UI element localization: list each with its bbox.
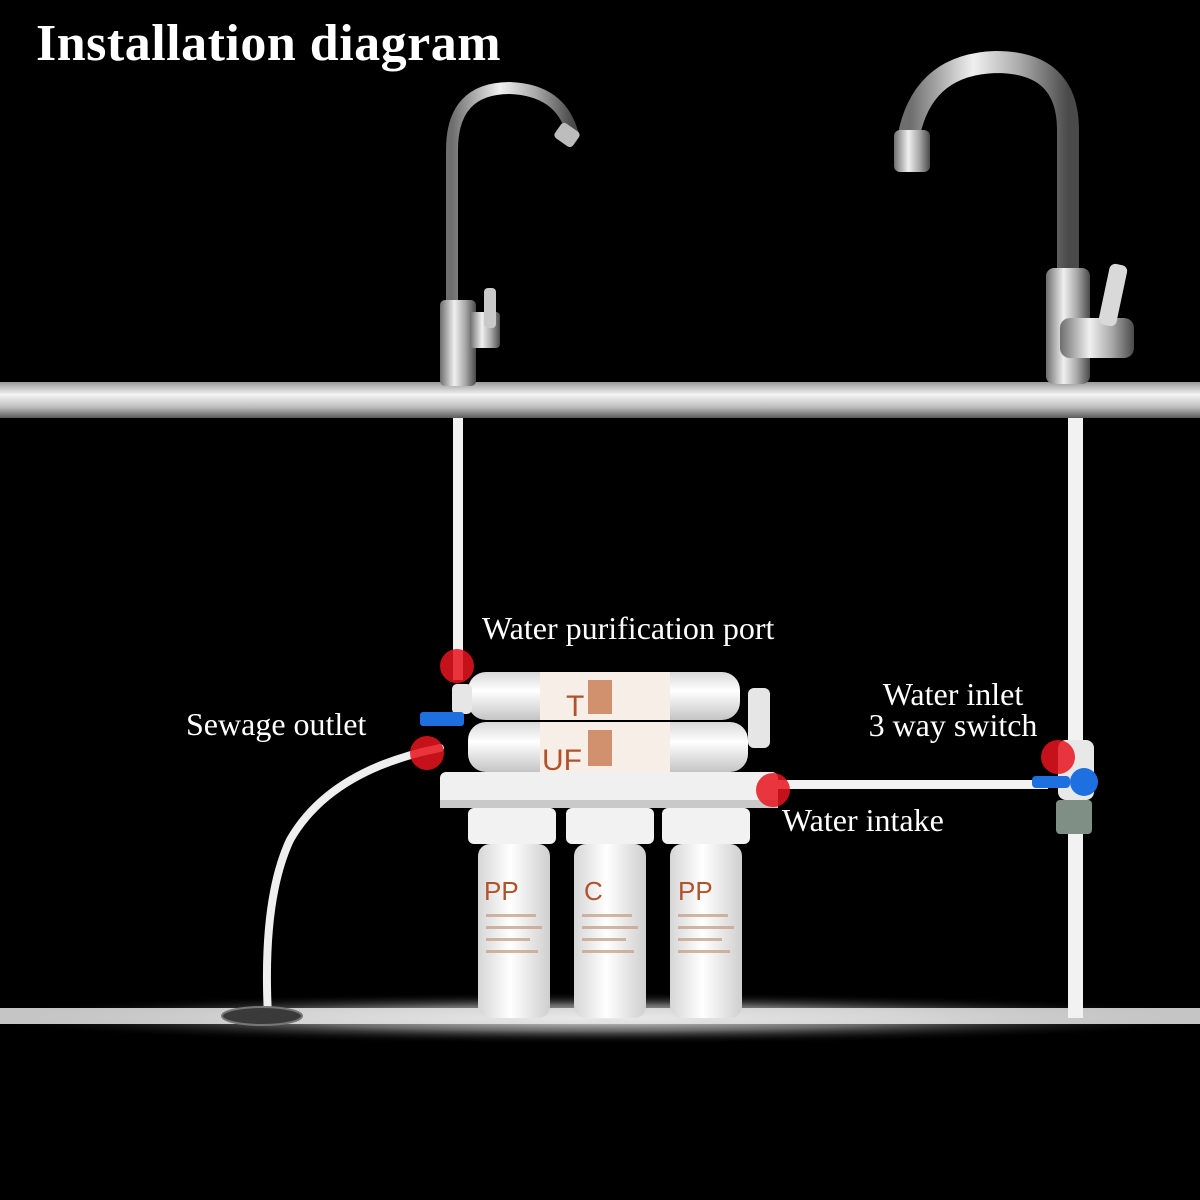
label-water-intake: Water intake: [782, 802, 944, 838]
inline-cartridge-uf-label: UF: [542, 744, 582, 777]
canister-pp-right: [670, 844, 742, 1018]
filter-bracket: [440, 772, 778, 808]
intake-pipe: [778, 780, 1048, 789]
pipes: [453, 418, 1083, 1018]
connection-markers: [410, 649, 1075, 807]
diagram-title: Installation diagram: [36, 15, 502, 72]
canister-pp-left: [478, 844, 550, 1018]
marker-sewage-outlet: [410, 736, 444, 770]
water-filter-unit: T UF PP C PP: [420, 672, 778, 1018]
canister-pp-left-label: PP: [484, 876, 519, 906]
floor-drain: [221, 1006, 303, 1026]
canister-c-label: C: [584, 876, 603, 906]
canister-c-middle: [574, 844, 646, 1018]
marker-water-inlet-switch: [1041, 740, 1075, 774]
countertop: [0, 382, 1200, 418]
label-water-purification-port: Water purification port: [482, 610, 775, 646]
inline-cartridge-t-label: T: [566, 690, 584, 723]
sewage-valve-handle-icon: [420, 712, 464, 726]
canister-pp-right-label: PP: [678, 876, 713, 906]
label-sewage-outlet: Sewage outlet: [186, 706, 367, 742]
label-water-inlet: Water inlet: [882, 676, 1024, 712]
sewage-hose: [262, 744, 444, 1020]
tap-water-supply-pipe: [1068, 418, 1083, 1018]
purified-water-faucet-icon: [440, 81, 580, 386]
kitchen-faucet-icon: [894, 50, 1134, 384]
purified-water-pipe: [453, 418, 463, 680]
marker-water-purification-port: [440, 649, 474, 683]
marker-water-intake: [756, 773, 790, 807]
label-3-way-switch: 3 way switch: [868, 707, 1038, 743]
